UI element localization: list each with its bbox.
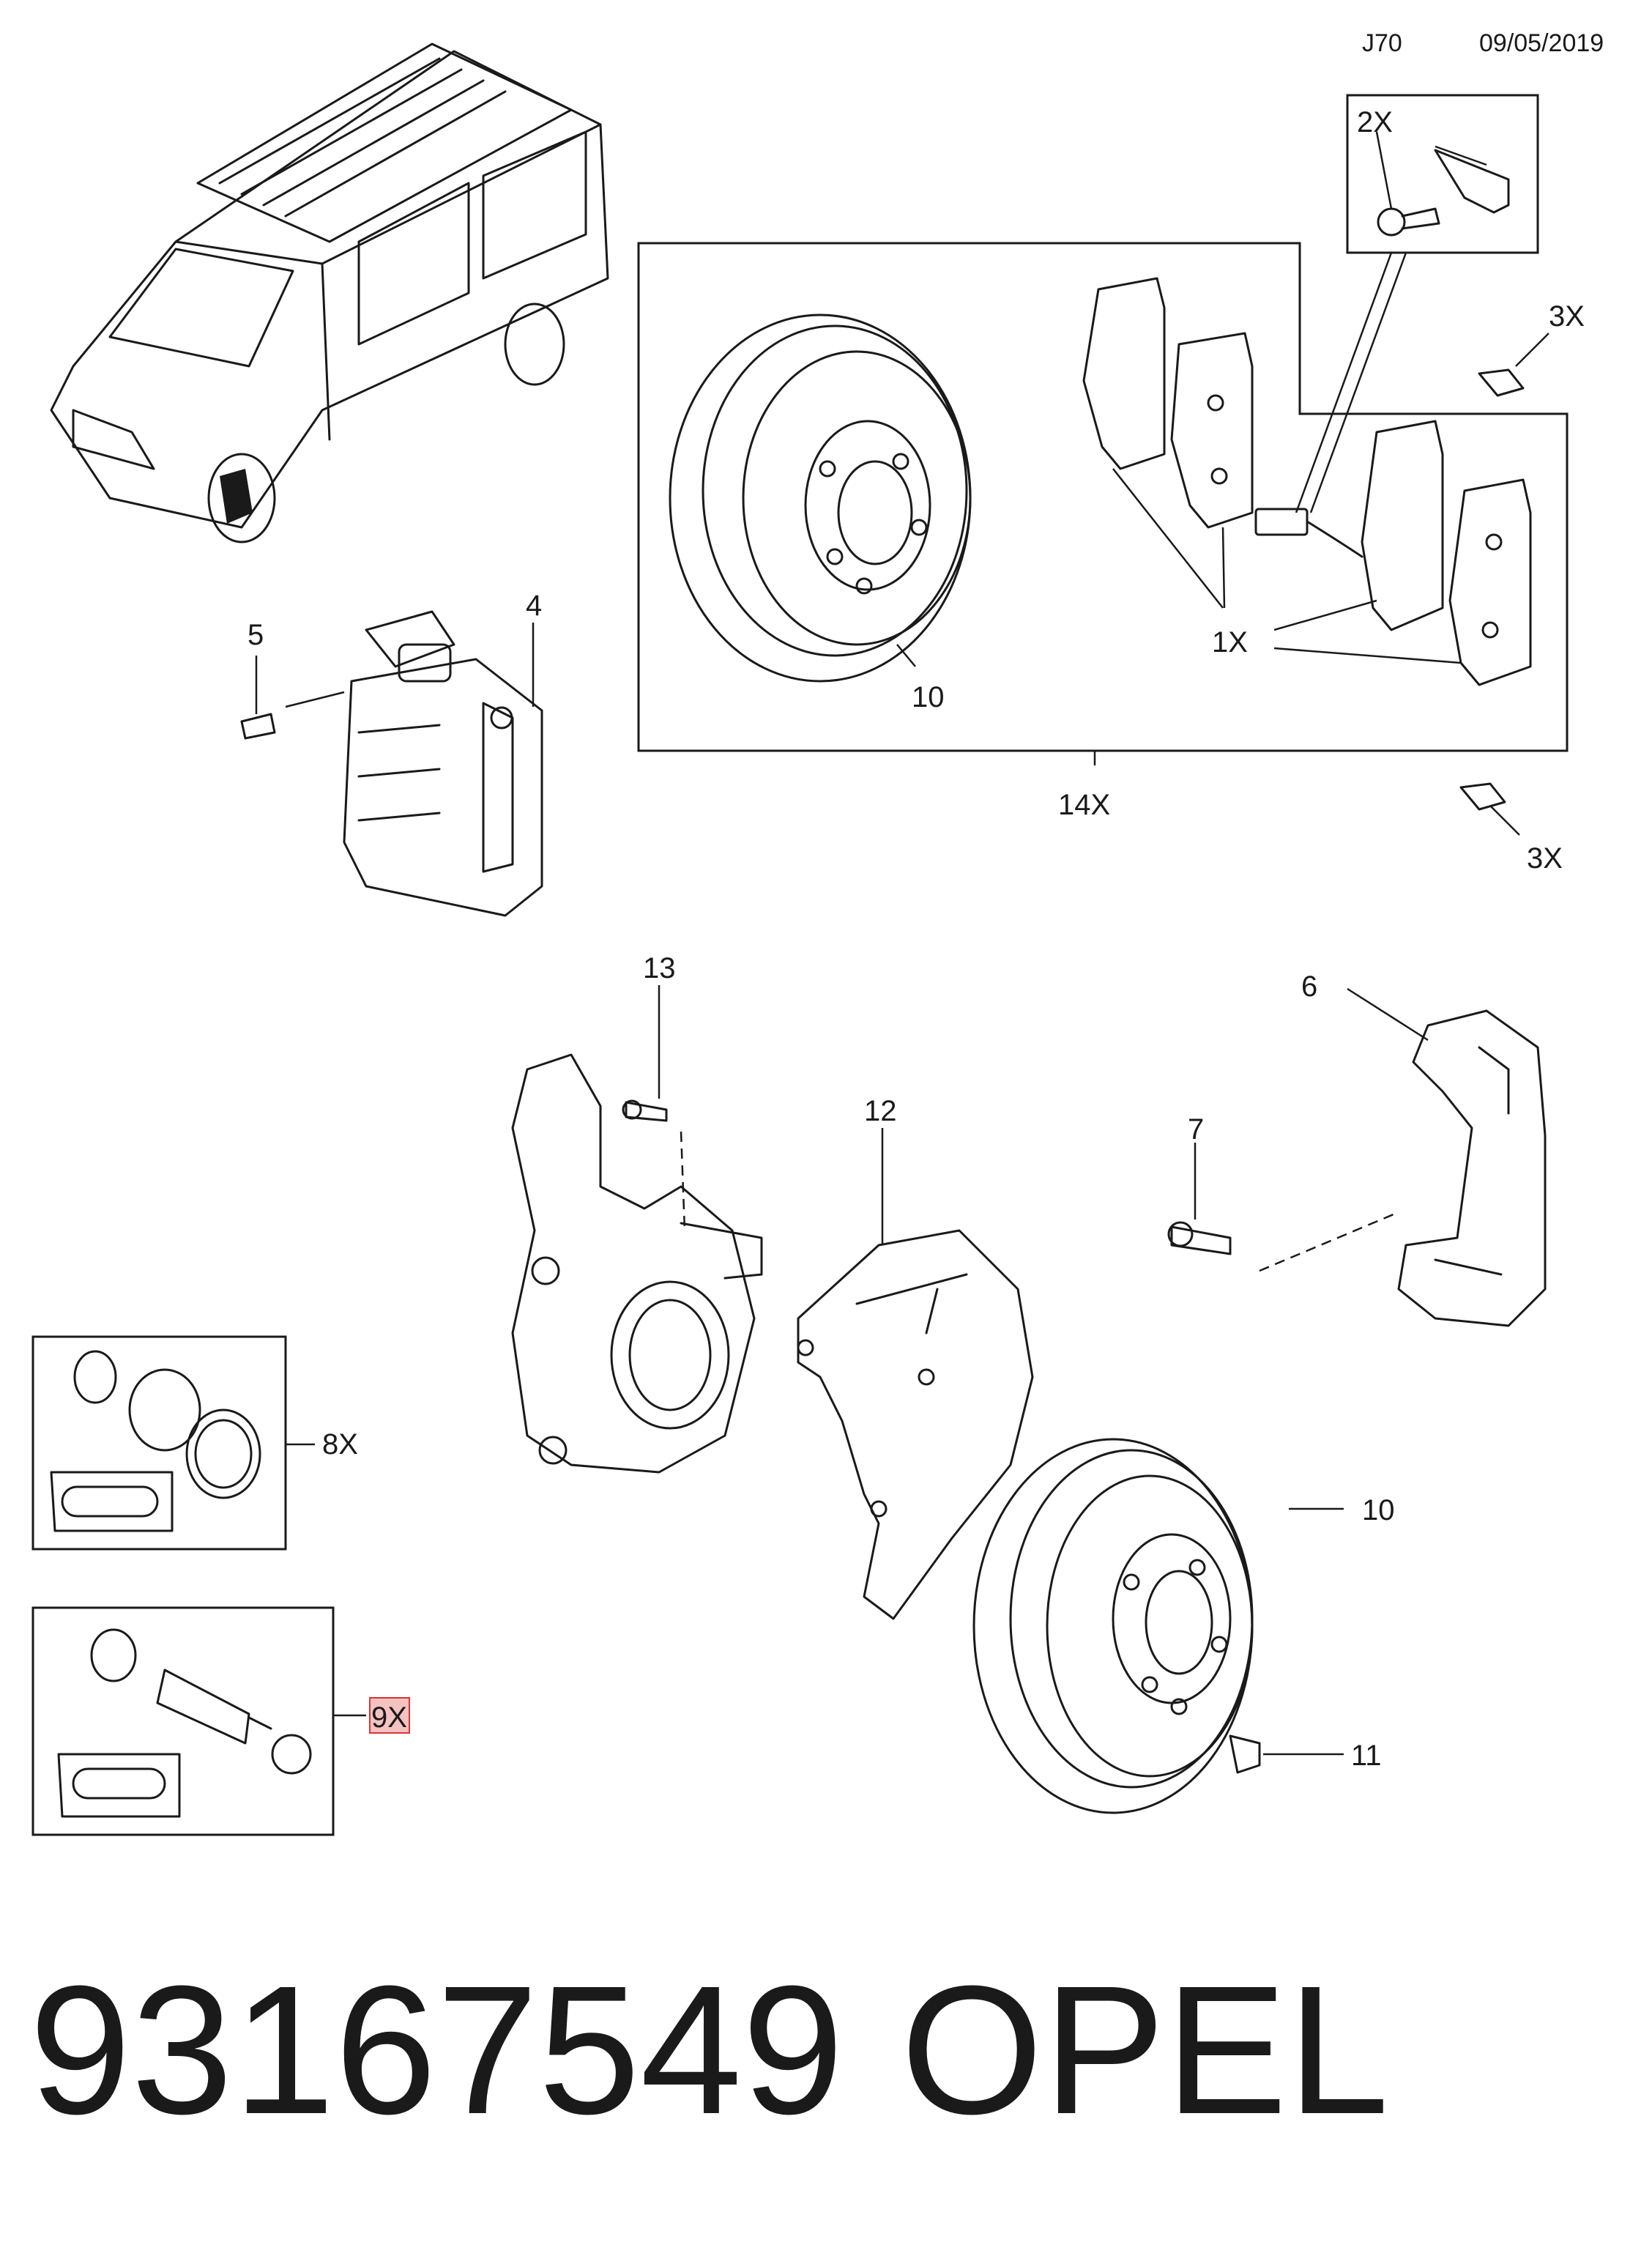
callout-3x-top: 3X	[1549, 300, 1585, 333]
caliper-carrier-part	[1347, 987, 1547, 1327]
callout-7: 7	[1188, 1113, 1204, 1146]
callout-3x-bottom: 3X	[1527, 842, 1563, 875]
diagram-code: J70	[1362, 29, 1402, 57]
guide-pin-kit-box	[31, 1606, 366, 1836]
part-number: 93167549	[29, 1948, 844, 2152]
seal-kit-box	[31, 1335, 315, 1551]
disc-screw-part	[1229, 1734, 1344, 1774]
callout-12: 12	[864, 1095, 897, 1127]
clip-kit-box	[1295, 94, 1539, 513]
brake-caliper-part	[285, 610, 543, 917]
callout-2x: 2X	[1357, 106, 1393, 138]
callout-8x: 8X	[322, 1428, 358, 1460]
knuckle-bolt-part	[622, 985, 686, 1231]
dust-shield-part	[797, 1128, 1034, 1620]
brake-disc-part	[972, 1438, 1344, 1814]
carrier-bolt-part	[1167, 1143, 1399, 1272]
callout-5: 5	[248, 619, 264, 651]
diagram-date: 09/05/2019	[1479, 29, 1604, 57]
van-illustration	[50, 42, 609, 543]
bleeder-screw-part	[240, 656, 276, 740]
steering-knuckle-part	[511, 1053, 763, 1474]
callout-1x: 1X	[1212, 626, 1248, 658]
anti-rattle-clip-bottom	[1459, 782, 1520, 836]
callout-4: 4	[526, 590, 542, 622]
callout-11: 11	[1351, 1740, 1382, 1772]
callout-10-disc: 10	[1362, 1494, 1395, 1526]
callout-14x: 14X	[1058, 789, 1110, 821]
callout-10-kit: 10	[912, 681, 945, 713]
anti-rattle-clip-top	[1478, 333, 1549, 397]
callout-6: 6	[1301, 970, 1317, 1003]
callout-9x-highlight	[369, 1697, 410, 1734]
disc-pad-kit-box	[637, 242, 1569, 765]
brand-name: OPEL	[901, 1948, 1389, 2152]
callout-9x: 9X	[371, 1701, 407, 1734]
callout-13: 13	[643, 952, 676, 984]
